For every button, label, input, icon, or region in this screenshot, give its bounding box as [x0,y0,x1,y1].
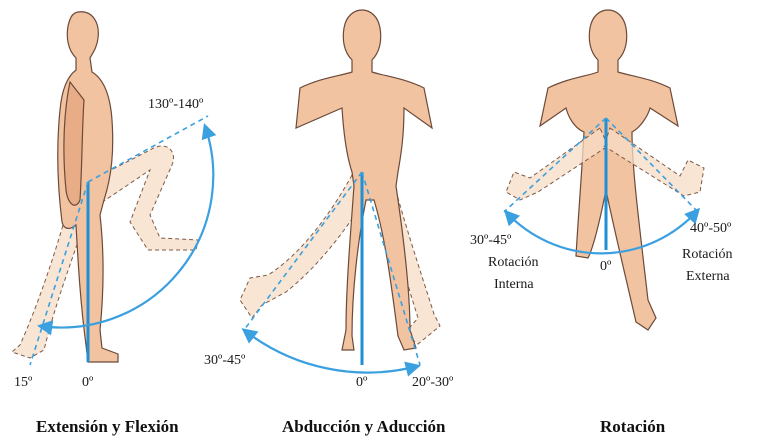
rotation-zero-label: 0º [600,259,612,274]
abduction-caption: Abducción y Aducción [282,417,446,436]
panel-abduction: 30º-45º 0º 20º-30º Abducción y Aducción [204,10,454,436]
external-rotation-label-1: Rotación [682,247,733,262]
arm-side [64,82,84,205]
abduction-angle-label: 30º-45º [204,353,246,368]
rotation-arc [506,210,698,253]
external-rotation-angle-label: 40º-50º [690,221,732,236]
abduction-zero-label: 0º [356,375,368,390]
rotation-caption: Rotación [600,417,666,436]
panel-flexion: 130º-140º 15º 0º Extensión y Flexión [12,12,213,436]
torso-front [296,10,432,350]
flexion-zero-label: 0º [82,375,94,390]
extension-angle-label: 15º [14,375,33,390]
flexion-caption: Extensión y Flexión [36,417,179,436]
internal-rotation-angle-label: 30º-45º [470,233,512,248]
internal-rotation-label-1: Rotación [488,255,539,270]
panel-rotation: 30º-45º Rotación Interna 0º 40º-50º Rota… [470,10,733,436]
external-rotation-label-2: Externa [686,269,730,284]
internal-rotation-label-2: Interna [494,277,534,292]
flexion-angle-label: 130º-140º [148,97,204,112]
abduction-arc [244,330,418,373]
adduction-angle-label: 20º-30º [412,375,454,390]
